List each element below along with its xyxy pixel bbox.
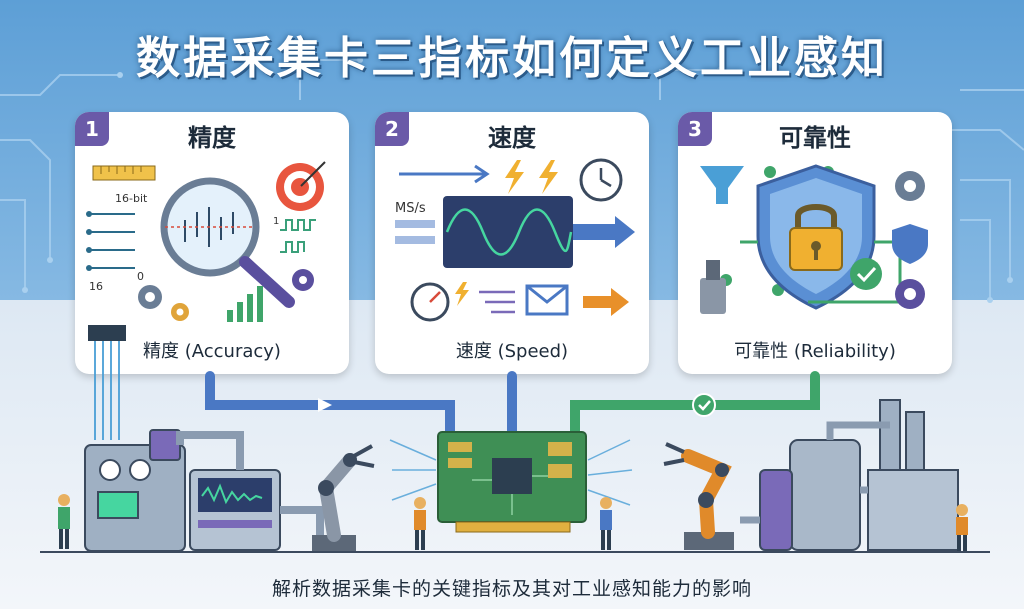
arrow-icon [395,216,635,248]
page-title: 数据采集卡三指标如何定义工业感知 [136,33,888,84]
target-icon [276,161,326,211]
sensor-icon [700,260,726,314]
reliability-illustration [700,164,928,314]
card-reliability: 3 可靠性 可靠性 (Reliability) [678,112,952,374]
bar-chart-icon [227,286,263,322]
range-low-label: 0 [137,270,144,283]
robot-arm-right [663,442,734,550]
funnel-icon [700,166,744,204]
gear-icon [895,171,925,201]
worker-figure [414,497,426,550]
speed-illustration: MS/s [395,158,635,322]
card-title: 速度 [488,124,536,152]
lightning-icon [455,282,469,306]
monitor-machine [189,469,281,551]
envelope-icon [525,284,569,316]
factory-plant [740,399,959,551]
worker-figure [58,494,70,549]
robot-arm-left [312,444,375,551]
chip-icon [88,325,126,341]
card-caption: 精度 (Accuracy) [143,341,281,362]
input-lines-icon [89,213,135,269]
digital-signal-icon [280,219,316,253]
card-title: 可靠性 [779,124,851,152]
magnifier-icon [160,177,295,308]
lock-icon [789,204,843,271]
gear-icon [292,269,314,291]
shield-icon [892,224,928,264]
accuracy-illustration: 16-bit 16 0 1 [86,161,326,322]
daq-card-pcb [437,431,587,533]
card-number-badge: 3 [678,112,712,146]
lightning-icon [505,160,558,194]
gear-icon [138,285,189,321]
card-number-badge: 2 [375,112,409,146]
card-speed: 2 速度 MS/s [375,112,649,374]
digital-level-label: 1 [273,216,279,227]
card-caption: 可靠性 (Reliability) [734,341,896,362]
ruler-icon [92,165,156,181]
gear-icon [895,279,925,309]
check-icon [850,258,882,290]
page-subtitle: 解析数据采集卡的关键指标及其对工业感知能力的影响 [271,578,752,600]
clock-icon [579,158,623,202]
arrow-icon [399,164,490,184]
check-icon [692,393,716,417]
waveform-icon [443,196,573,268]
speedometer-icon [410,282,450,322]
worker-figure [956,504,968,551]
arrow-icon [583,288,629,316]
signal-arrow-icon [318,398,332,412]
pipes-left [176,431,324,545]
control-cabinet [84,429,186,552]
card-caption: 速度 (Speed) [455,341,569,362]
bit-depth-label: 16-bit [115,192,148,205]
card-title: 精度 [188,124,236,152]
sample-rate-label: MS/s [395,201,426,216]
card-number-badge: 1 [75,112,109,146]
worker-figure [600,497,612,550]
range-high-label: 16 [89,280,103,293]
